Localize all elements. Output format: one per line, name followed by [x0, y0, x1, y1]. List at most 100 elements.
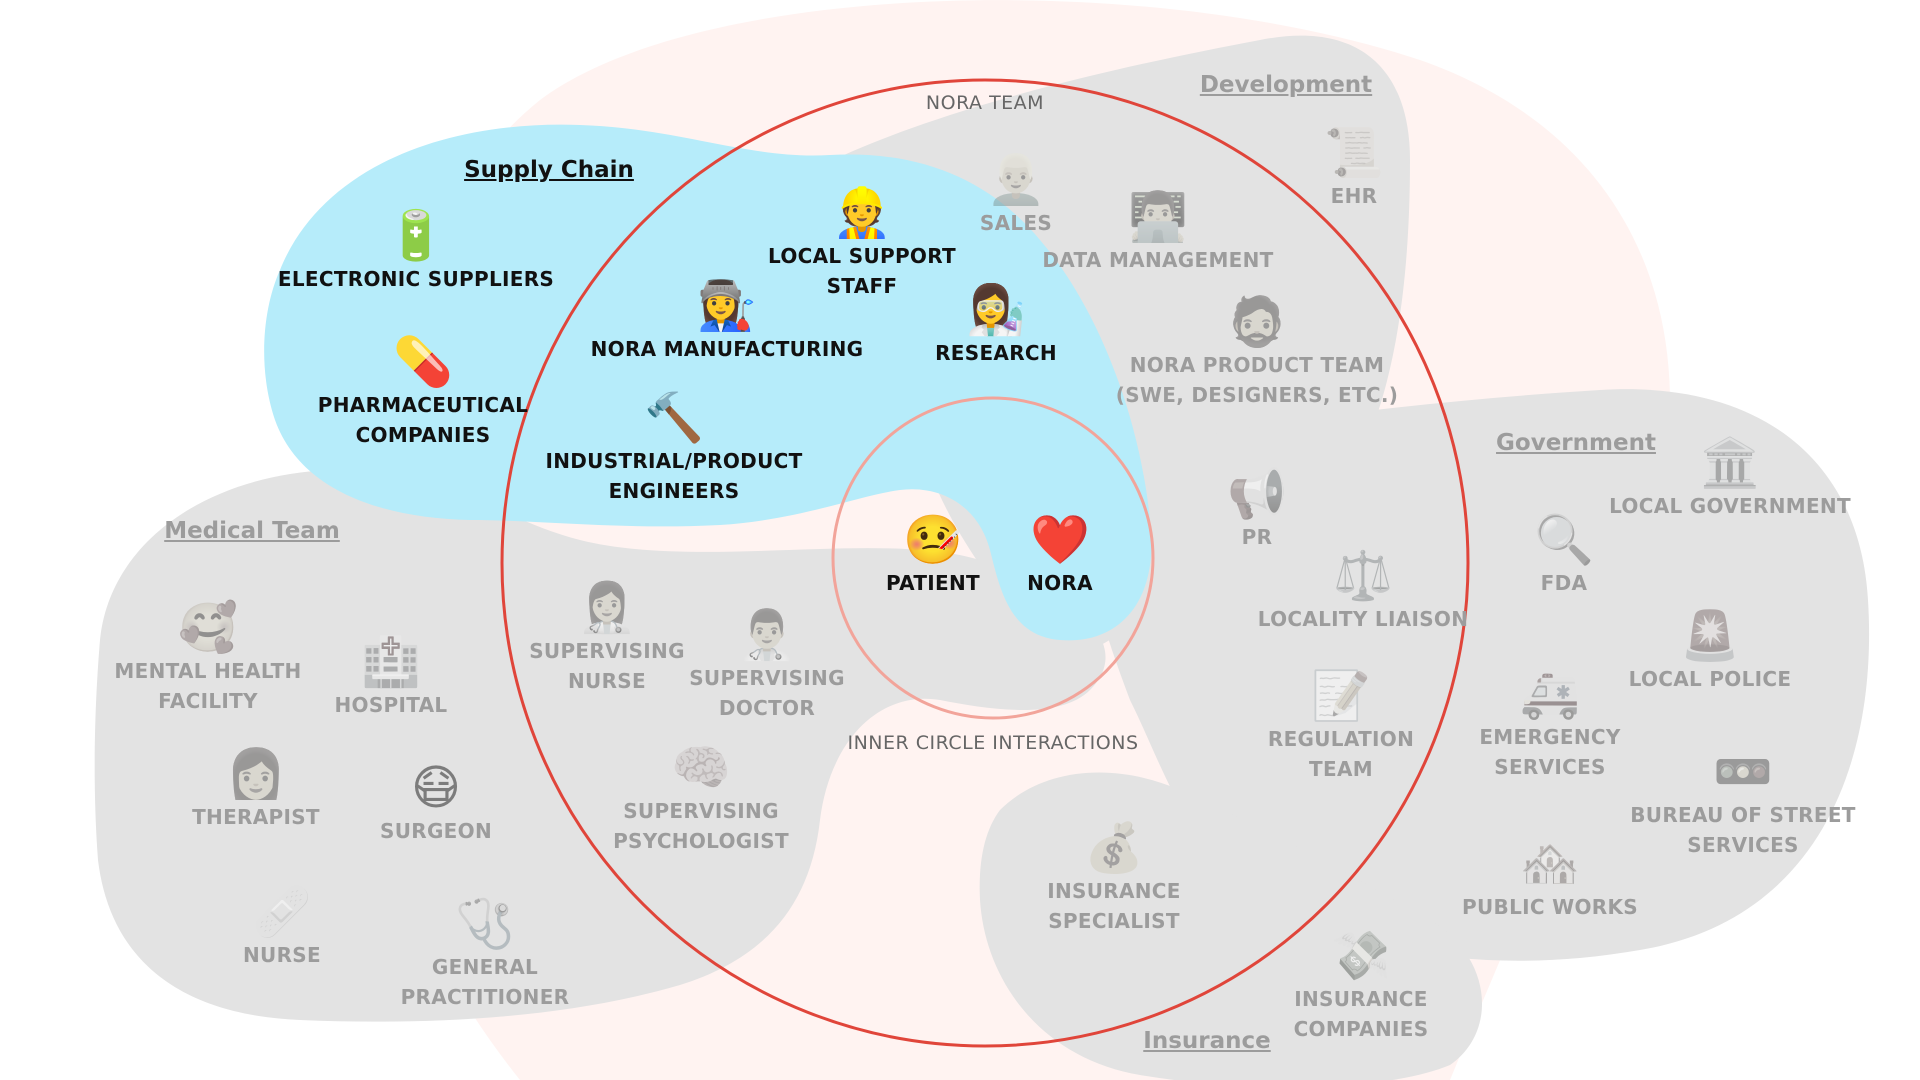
- node-label: PHARMACEUTICAL: [317, 393, 529, 417]
- money-wings-icon: 💸: [1331, 928, 1391, 984]
- health-worker-male-icon: 👨‍⚕️: [737, 607, 797, 663]
- node-label: PR: [1241, 525, 1273, 549]
- node-label: SERVICES: [1494, 755, 1606, 779]
- node-label: INDUSTRIAL/PRODUCT: [545, 449, 803, 473]
- node-label: SUPERVISING: [623, 799, 779, 823]
- node-label: REGULATION: [1267, 727, 1415, 751]
- traffic-light-icon: 🚥: [1713, 744, 1773, 800]
- node-locality-liaison: ⚖️ LOCALITY LIAISON: [1258, 548, 1469, 634]
- node-label: EMERGENCY: [1479, 725, 1621, 749]
- node-label: SUPERVISING: [689, 666, 845, 690]
- balance-scale-icon: ⚖️: [1333, 548, 1393, 604]
- construction-worker-icon: 👷: [832, 185, 892, 241]
- node-insurance-companies: 💸 INSURANCE COMPANIES: [1294, 928, 1429, 1044]
- hospital-icon: 🏥: [361, 634, 421, 690]
- node-label: PATIENT: [886, 571, 980, 595]
- insurance-region: [979, 772, 1482, 1080]
- node-surgeon: 😷 SURGEON: [380, 760, 492, 846]
- node-industrial-product-engineers: 🔨 INDUSTRIAL/PRODUCT ENGINEERS: [545, 390, 802, 506]
- node-label: LOCAL POLICE: [1628, 667, 1792, 691]
- node-label: TEAM: [1309, 757, 1373, 781]
- insurance-title: Insurance: [1143, 1028, 1271, 1054]
- technologist-icon: 👨‍💻: [1128, 189, 1188, 245]
- node-bureau-of-street-services: 🚥 BUREAU OF STREET SERVICES: [1630, 744, 1855, 860]
- node-nurse: 🩹 NURSE: [243, 884, 321, 970]
- node-supervising-psychologist: 🧠 SUPERVISING PSYCHOLOGIST: [613, 740, 789, 856]
- nora-team-circle: [500, 78, 1470, 1048]
- node-label: PUBLIC WORKS: [1462, 895, 1638, 919]
- node-label: THERAPIST: [192, 805, 320, 829]
- stethoscope-icon: 🩺: [455, 896, 515, 952]
- node-label: MENTAL HEALTH: [114, 659, 302, 683]
- houses-icon: 🏘️: [1520, 836, 1580, 892]
- node-electronic-suppliers: 🔋 ELECTRONIC SUPPLIERS: [278, 208, 554, 294]
- node-supervising-doctor: 👨‍⚕️ SUPERVISING DOCTOR: [689, 607, 845, 723]
- node-local-police: 🚨 LOCAL POLICE: [1629, 608, 1792, 694]
- smiling-hearts-face-icon: 🥰: [178, 600, 238, 656]
- pill-icon: 💊: [393, 334, 453, 390]
- woman-icon: 👩: [226, 746, 286, 802]
- node-insurance-specialist: 💰 INSURANCE SPECIALIST: [1047, 820, 1180, 936]
- sick-face-icon: 🤒: [903, 512, 963, 568]
- node-label: NORA: [1027, 571, 1093, 595]
- node-label: EHR: [1330, 184, 1378, 208]
- node-pharmaceutical-companies: 💊 PHARMACEUTICAL COMPANIES: [318, 334, 528, 450]
- node-label: HOSPITAL: [334, 693, 448, 717]
- brain-icon: 🧠: [671, 740, 731, 796]
- classical-building-icon: 🏛️: [1700, 435, 1760, 491]
- node-label: NURSE: [568, 669, 646, 693]
- node-public-works: 🏘️ PUBLIC WORKS: [1462, 836, 1638, 922]
- node-pr: 📢 PR: [1227, 466, 1287, 552]
- node-label: SERVICES: [1687, 833, 1799, 857]
- inner-circle: [831, 396, 1155, 720]
- node-ehr: 📜 EHR: [1324, 125, 1384, 211]
- node-nora: ❤️ NORA: [1027, 512, 1093, 598]
- scientist-icon: 👩‍🔬: [966, 282, 1026, 338]
- node-label: RESEARCH: [935, 341, 1057, 365]
- government-title: Government: [1496, 430, 1656, 456]
- node-label: NORA MANUFACTURING: [590, 337, 864, 361]
- heart-icon: ❤️: [1030, 512, 1090, 568]
- node-label: FDA: [1540, 571, 1588, 595]
- factory-worker-icon: 👩‍🏭: [697, 278, 757, 334]
- government-region: [1091, 389, 1870, 961]
- bearded-person-icon: 🧔: [1227, 294, 1287, 350]
- node-label: COMPANIES: [1293, 1017, 1429, 1041]
- node-emergency-services: 🚑 EMERGENCY SERVICES: [1479, 666, 1620, 782]
- node-label: COMPANIES: [355, 423, 491, 447]
- node-supervising-nurse: 👩‍⚕️ SUPERVISING NURSE: [529, 580, 685, 696]
- node-data-management: 👨‍💻 DATA MANAGEMENT: [1042, 189, 1273, 275]
- node-fda: 🔍 FDA: [1534, 512, 1594, 598]
- health-worker-female-icon: 👩‍⚕️: [577, 580, 637, 636]
- memo-icon: 📝: [1311, 668, 1371, 724]
- node-sales: 👱‍♂️ SALES: [980, 152, 1052, 238]
- node-label: LOCAL GOVERNMENT: [1609, 494, 1851, 518]
- person-icon: 👱‍♂️: [986, 152, 1046, 208]
- node-label: LOCALITY LIAISON: [1257, 607, 1469, 631]
- node-local-support-staff: 👷 LOCAL SUPPORT STAFF: [768, 185, 956, 301]
- medical-team-region: [94, 469, 1106, 1022]
- node-label: INSURANCE: [1047, 879, 1181, 903]
- node-label: LOCAL SUPPORT: [768, 244, 956, 268]
- node-label: INSURANCE: [1294, 987, 1428, 1011]
- node-label: (SWE, DESIGNERS, ETC.): [1115, 383, 1399, 407]
- node-label: ELECTRONIC SUPPLIERS: [277, 267, 555, 291]
- node-label: DOCTOR: [718, 696, 816, 720]
- node-label: PSYCHOLOGIST: [613, 829, 789, 853]
- node-therapist: 👩 THERAPIST: [192, 746, 320, 832]
- node-label: NORA PRODUCT TEAM: [1129, 353, 1385, 377]
- nora-team-label: NORA TEAM: [925, 92, 1045, 114]
- node-mental-health-facility: 🥰 MENTAL HEALTH FACILITY: [114, 600, 301, 716]
- magnifying-glass-icon: 🔍: [1534, 512, 1594, 568]
- node-hospital: 🏥 HOSPITAL: [335, 634, 448, 720]
- node-nora-manufacturing: 👩‍🏭 NORA MANUFACTURING: [591, 278, 864, 364]
- node-label: STAFF: [826, 274, 898, 298]
- inner-circle-label: INNER CIRCLE INTERACTIONS: [847, 732, 1139, 754]
- node-research: 👩‍🔬 RESEARCH: [935, 282, 1057, 368]
- node-patient: 🤒 PATIENT: [886, 512, 980, 598]
- medical-mask-face-icon: 😷: [410, 760, 462, 816]
- node-label: SALES: [979, 211, 1053, 235]
- node-label: NURSE: [243, 943, 321, 967]
- node-nora-product-team: 🧔 NORA PRODUCT TEAM (SWE, DESIGNERS, ETC…: [1116, 294, 1398, 410]
